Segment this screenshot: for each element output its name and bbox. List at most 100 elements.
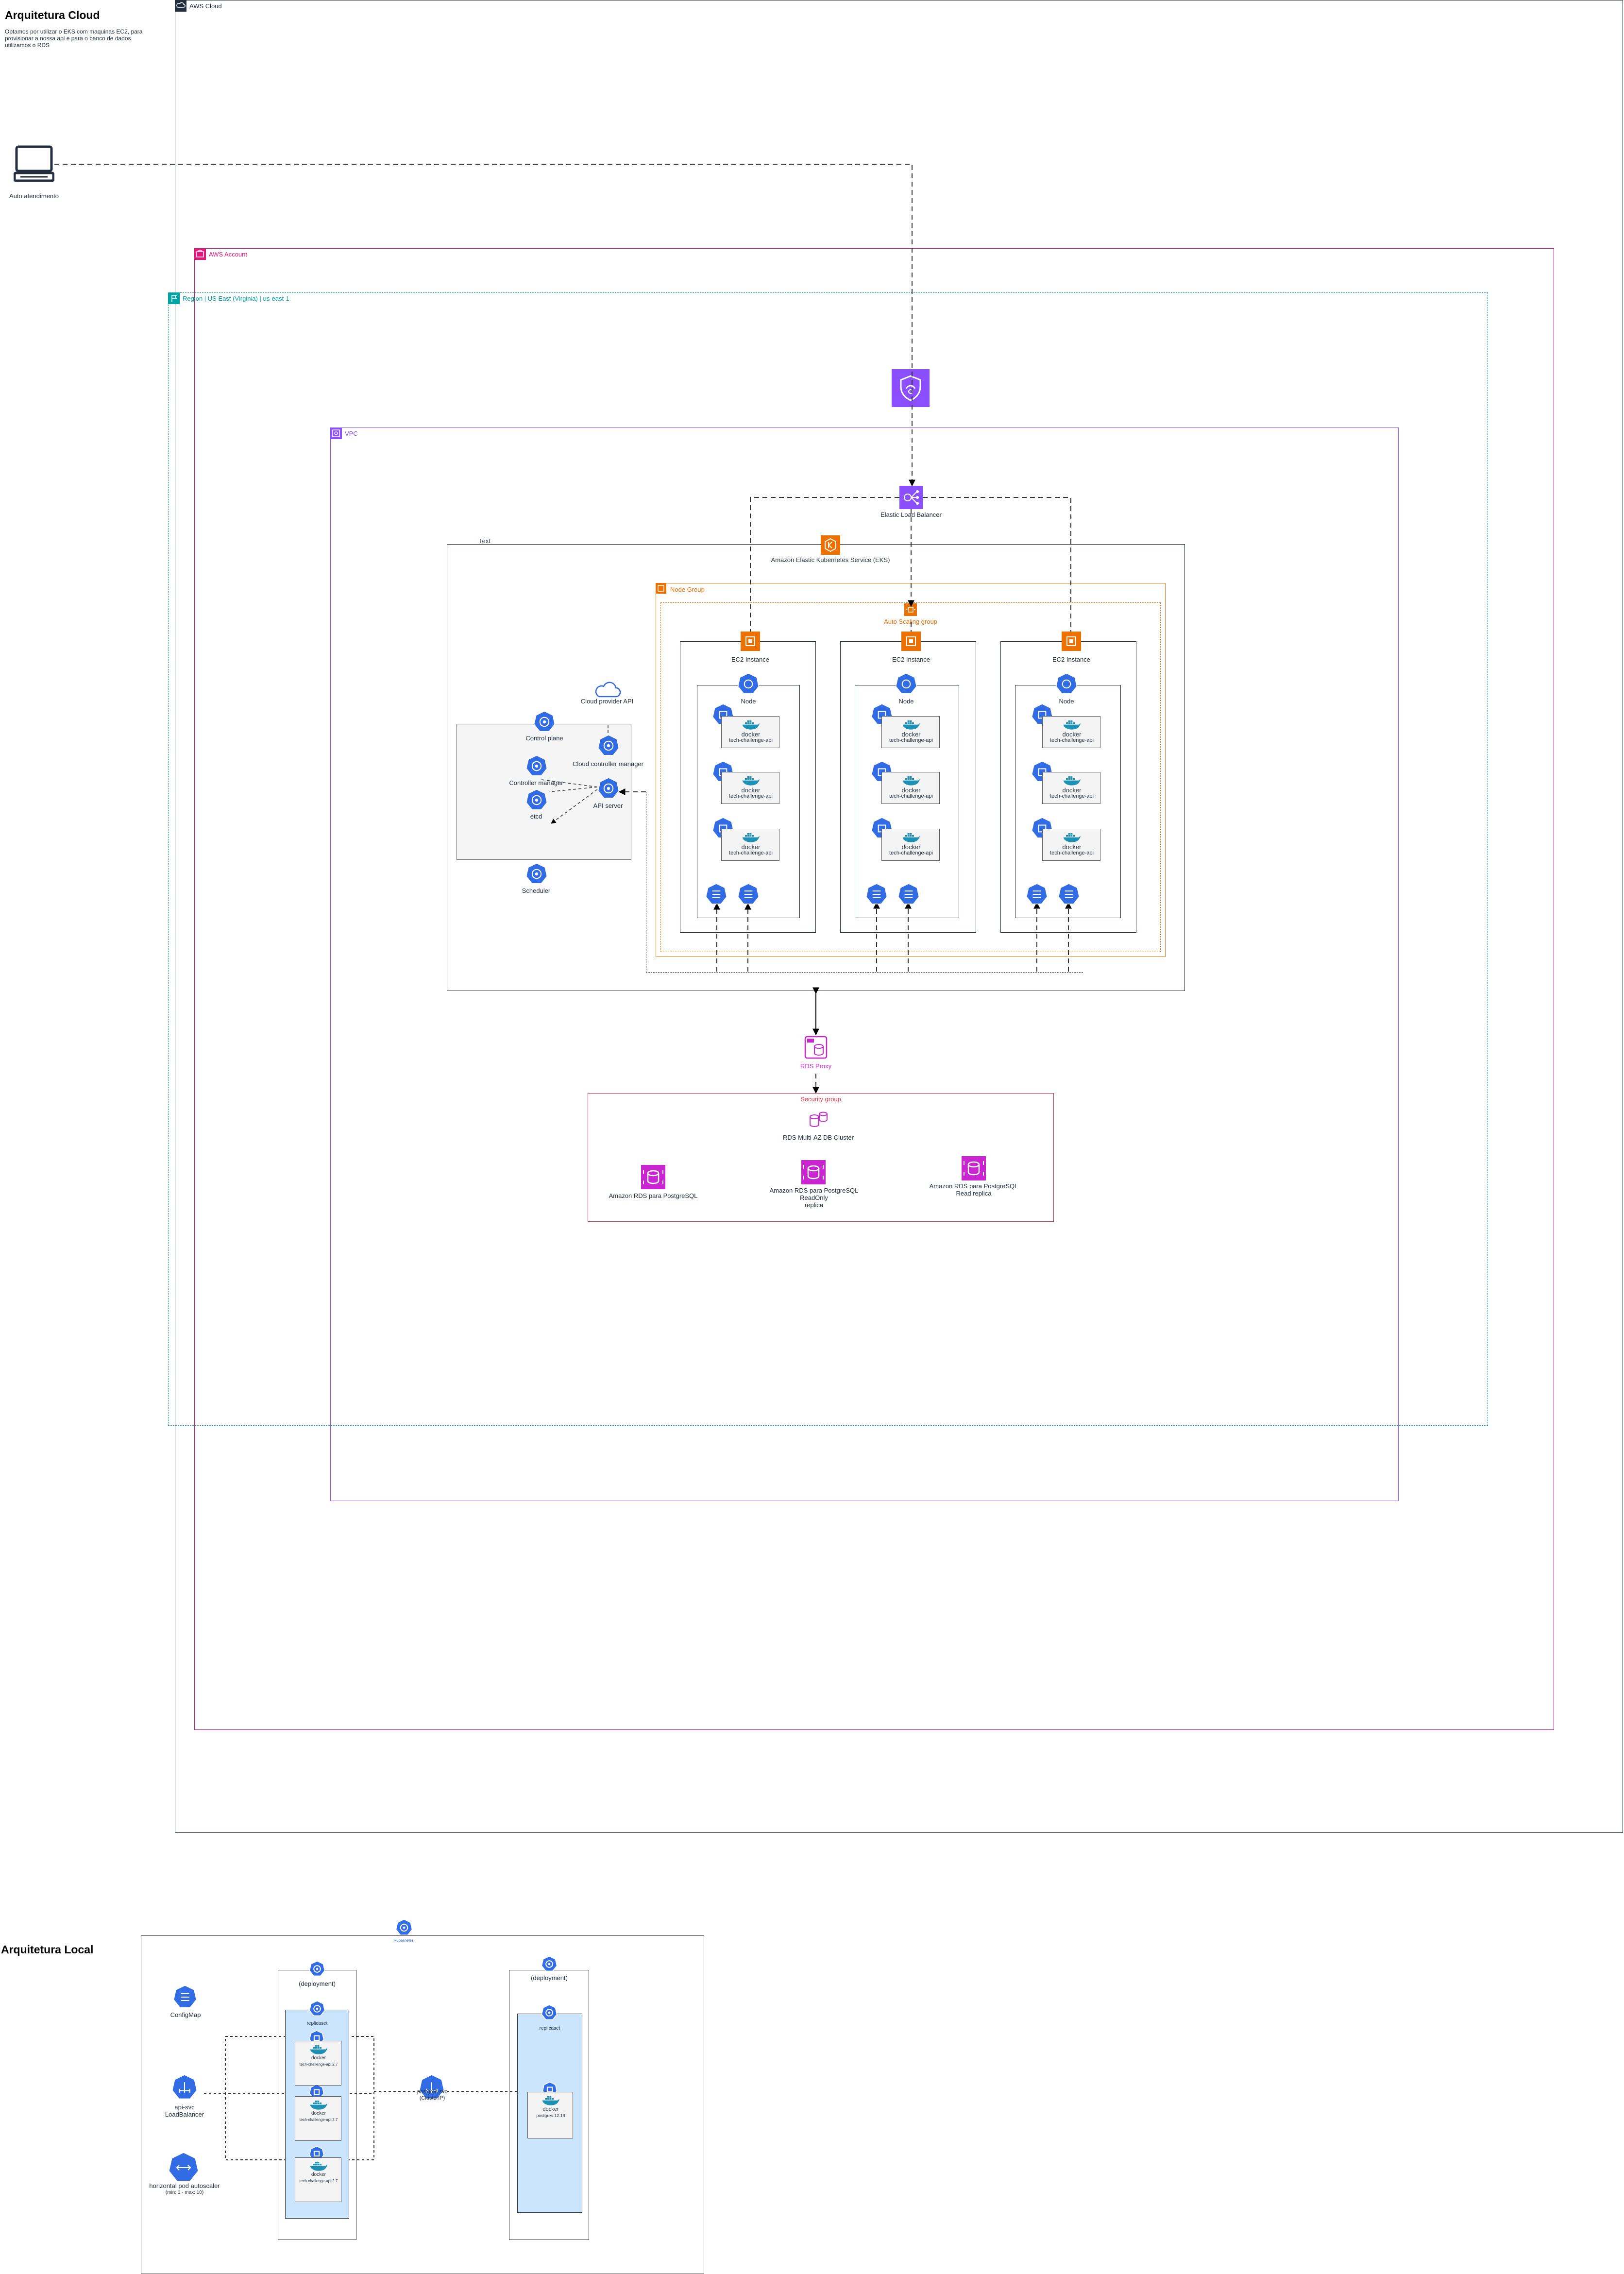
eks-icon[interactable] xyxy=(821,535,840,555)
aws-cloud-group[interactable] xyxy=(175,0,1623,1833)
rds-proxy-icon[interactable] xyxy=(803,1035,829,1060)
kube-proxy-icon[interactable] xyxy=(865,883,888,906)
replicaset-icon[interactable] xyxy=(309,2000,325,2017)
control-plane-icon[interactable] xyxy=(533,711,556,733)
docker-wordmark: docker xyxy=(901,731,921,738)
docker-icon xyxy=(541,2095,560,2108)
flag-icon xyxy=(168,292,180,304)
pod-image-label: tech-challenge-api xyxy=(729,737,773,743)
kube-proxy-icon[interactable] xyxy=(897,883,920,906)
rds-cluster-icon[interactable] xyxy=(808,1110,829,1130)
asg-label: Auto Scaling group xyxy=(884,618,937,625)
docker-icon xyxy=(741,775,761,788)
deployment-label: (deployment) xyxy=(531,1974,568,1982)
elb-label: Elastic Load Balancer xyxy=(880,511,942,518)
pod-image-label: tech-challenge-api xyxy=(1050,737,1094,743)
rds-icon[interactable] xyxy=(641,1165,665,1189)
rds-proxy-label: RDS Proxy xyxy=(800,1062,832,1070)
pod-image-label: tech-challenge-api xyxy=(1050,850,1094,856)
aws-account-label: AWS Account xyxy=(209,251,247,258)
kube-proxy-icon[interactable] xyxy=(1058,883,1080,906)
k8s-node-icon[interactable] xyxy=(895,673,917,695)
docker-wordmark: docker xyxy=(311,2055,326,2061)
desktop-icon[interactable] xyxy=(13,145,55,184)
kube-proxy-icon[interactable] xyxy=(1026,883,1048,906)
local-title: Arquitetura Local xyxy=(1,1943,94,1956)
k8s-node-icon[interactable] xyxy=(1055,673,1078,695)
configmap-icon[interactable] xyxy=(173,1985,197,2009)
client-label: Auto atendimento xyxy=(9,192,59,200)
node-label: Node xyxy=(898,698,914,705)
security-group-box[interactable] xyxy=(588,1093,1054,1222)
deployment-icon[interactable] xyxy=(541,1956,558,1972)
docker-icon xyxy=(309,2044,328,2057)
ec2-icon[interactable] xyxy=(741,632,760,651)
docker-icon xyxy=(741,719,761,733)
text-label: Text xyxy=(479,537,491,545)
docker-icon xyxy=(309,2100,328,2113)
cloud-controller-manager-icon[interactable] xyxy=(597,735,620,757)
etcd-label: etcd xyxy=(530,813,542,820)
api-server-icon[interactable] xyxy=(597,777,620,800)
docker-wordmark: docker xyxy=(901,843,921,851)
service-icon[interactable] xyxy=(171,2074,198,2101)
ec2-label: EC2 Instance xyxy=(1052,656,1091,663)
pod-image-label: tech-challenge-api:2.7 xyxy=(299,2179,338,2183)
cluster-icon[interactable] xyxy=(395,1919,413,1936)
control-plane-label: Control plane xyxy=(525,735,563,742)
replicaset-icon[interactable] xyxy=(541,2004,558,2021)
etcd-icon[interactable] xyxy=(525,789,548,811)
ec2-icon[interactable] xyxy=(1062,632,1081,651)
pod-image-label: tech-challenge-api xyxy=(729,793,773,799)
docker-icon xyxy=(1062,775,1082,788)
docker-container-card[interactable]: docker tech-challenge-api:2.7 xyxy=(295,2096,341,2141)
cloud-icon xyxy=(592,680,622,700)
ec2-icon[interactable] xyxy=(901,632,921,651)
eks-label: Amazon Elastic Kubernetes Service (EKS) xyxy=(771,556,890,564)
hpa-icon[interactable] xyxy=(168,2152,199,2183)
docker-wordmark: docker xyxy=(1062,731,1082,738)
kube-proxy-icon[interactable] xyxy=(705,883,727,906)
asg-icon xyxy=(904,603,917,616)
docker-icon xyxy=(741,832,761,845)
node-group-icon xyxy=(656,583,666,594)
docker-icon xyxy=(309,2161,328,2174)
deployment-icon[interactable] xyxy=(309,1961,325,1977)
docker-wordmark: docker xyxy=(741,843,761,851)
postgres-svc-label: postgres-svc xyxy=(417,2089,448,2095)
vpc-label: VPC xyxy=(345,430,358,437)
docker-wordmark: docker xyxy=(311,2111,326,2116)
elb-icon[interactable] xyxy=(899,486,923,509)
scheduler-icon[interactable] xyxy=(525,863,548,885)
controller-manager-label: Controller manager xyxy=(509,779,563,786)
replicaset-label: replicaset xyxy=(306,2021,328,2026)
k8s-node-icon[interactable] xyxy=(737,673,760,695)
cloud-provider-api-label: Cloud provider API xyxy=(580,698,634,705)
security-group-label: Security group xyxy=(800,1095,841,1103)
rds-read-label: Amazon RDS para PostgreSQL xyxy=(929,1182,1018,1190)
pod-image-label: tech-challenge-api xyxy=(889,850,933,856)
rds-icon[interactable] xyxy=(962,1156,986,1180)
controller-manager-icon[interactable] xyxy=(525,755,548,777)
kube-proxy-icon[interactable] xyxy=(737,883,760,906)
pod-image-label: tech-challenge-api:2.7 xyxy=(299,2118,338,2122)
service-icon[interactable] xyxy=(419,2074,445,2101)
s3-icon[interactable] xyxy=(892,369,930,407)
pod-image-label: postgres:12.19 xyxy=(536,2113,565,2118)
rds-icon[interactable] xyxy=(801,1160,826,1184)
aws-cloud-icon xyxy=(175,0,186,12)
k8s-cluster-box[interactable] xyxy=(141,1935,704,2274)
docker-wordmark: docker xyxy=(901,786,921,794)
